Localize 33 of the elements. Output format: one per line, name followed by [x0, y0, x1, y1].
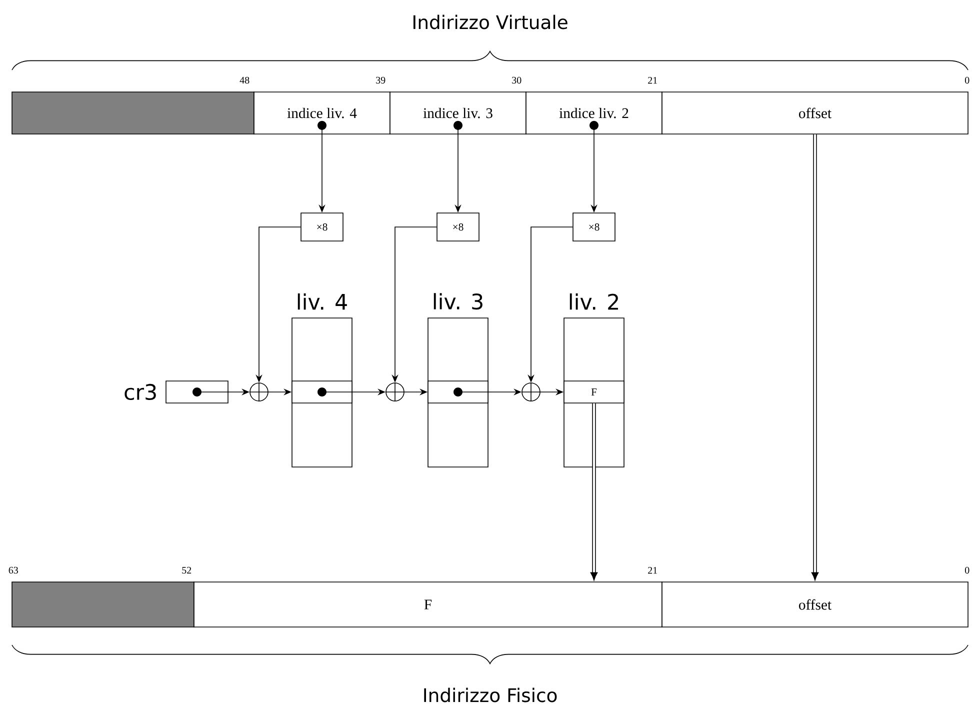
bit-number: 0: [964, 566, 970, 574]
bit-number: 39: [376, 76, 386, 84]
bit-number: 30: [512, 76, 522, 84]
shaded-field: [12, 92, 254, 134]
double-arrow: [811, 134, 819, 581]
multiplier-box: ×8: [572, 212, 616, 242]
multiplier-box: ×8: [300, 212, 344, 242]
address-field: F: [194, 582, 662, 628]
bit-number: 52: [182, 566, 192, 574]
bit-number: 21: [648, 567, 657, 574]
shaded-field: [12, 582, 194, 628]
title: Indirizzo Virtuale: [414, 14, 568, 30]
bit-number: 21: [648, 77, 657, 84]
table-heading: liv. 4: [298, 293, 347, 310]
address-field: indice liv. 3: [390, 92, 526, 134]
register-label: cr3: [124, 384, 156, 400]
address-field: offset: [662, 582, 968, 628]
address-field: indice liv. 2: [526, 92, 662, 134]
table-heading: liv. 2: [570, 293, 618, 310]
bit-number: 48: [240, 76, 250, 84]
adder-circle: [385, 382, 405, 402]
bit-number: 63: [8, 566, 18, 574]
table-entry: [292, 380, 352, 404]
adder-circle: [249, 382, 269, 402]
bit-number: 0: [964, 76, 970, 84]
double-arrow: [590, 403, 598, 581]
multiplier-box: ×8: [436, 212, 480, 242]
address-field: indice liv. 4: [254, 92, 390, 134]
caption: Indirizzo Fisico: [424, 688, 557, 702]
table-entry: [428, 380, 488, 404]
adder-circle: [521, 382, 541, 402]
table-entry: F: [564, 380, 624, 404]
table-heading: liv. 3: [434, 293, 482, 310]
